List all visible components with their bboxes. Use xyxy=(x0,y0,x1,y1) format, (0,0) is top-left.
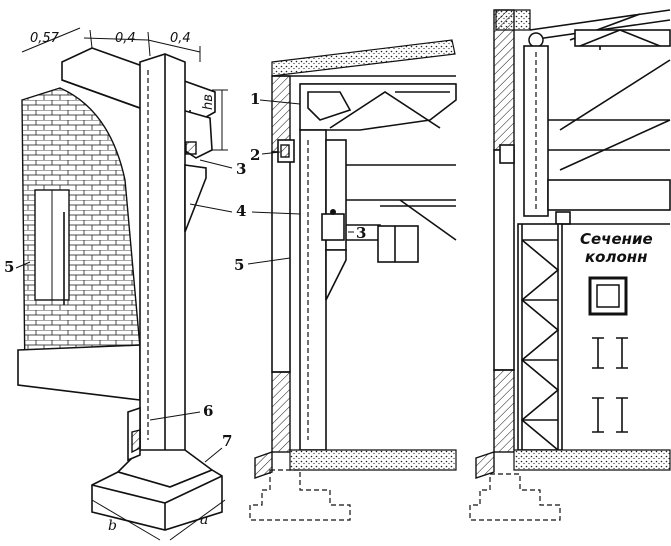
column-bracket xyxy=(184,164,207,233)
label-7-left: 7 xyxy=(222,432,232,450)
dim-0-4-a: 0,4 xyxy=(115,31,136,46)
right-floor xyxy=(513,449,671,471)
middle-section-view: 1 2 3 5 xyxy=(234,39,457,521)
top-dimensions xyxy=(21,27,201,62)
label-4-left: 4 xyxy=(236,202,246,220)
double-i-section-icon xyxy=(592,337,628,369)
right-section-view: Сечение колонн xyxy=(469,9,671,521)
label-5-middle: 5 xyxy=(234,256,244,274)
label-3-middle: 3 xyxy=(356,224,366,242)
right-upper-column xyxy=(523,45,549,217)
dim-b: b xyxy=(108,518,117,534)
middle-floor xyxy=(289,449,457,471)
roof-knot xyxy=(528,32,544,48)
middle-column xyxy=(299,129,327,451)
dim-0-57: 0,57 xyxy=(30,31,60,46)
dim-hb: hв xyxy=(201,94,216,110)
axonometric-column-view: 0,57 0,4 0,4 hв b a 5 3 4 6 7 xyxy=(4,27,246,541)
label-1-middle: 1 xyxy=(250,90,260,108)
box-section-icon xyxy=(588,276,628,316)
label-5-left: 5 xyxy=(4,258,14,276)
label-2-middle: 2 xyxy=(250,146,260,164)
section-caption-2: колонн xyxy=(585,248,648,266)
right-wall xyxy=(493,9,515,151)
wall-foundation xyxy=(17,344,141,401)
crane-rail xyxy=(321,213,345,241)
column-shaft xyxy=(139,53,186,463)
roof-slab xyxy=(271,39,456,77)
double-channel-section-icon xyxy=(592,397,628,433)
section-caption-1: Сечение xyxy=(580,230,653,248)
brick-wall xyxy=(21,87,143,381)
label-3-left: 3 xyxy=(236,160,246,178)
dim-a: a xyxy=(200,512,208,528)
dim-0-4-b: 0,4 xyxy=(170,31,191,46)
lattice-column xyxy=(517,223,563,451)
label-6-left: 6 xyxy=(203,402,213,420)
